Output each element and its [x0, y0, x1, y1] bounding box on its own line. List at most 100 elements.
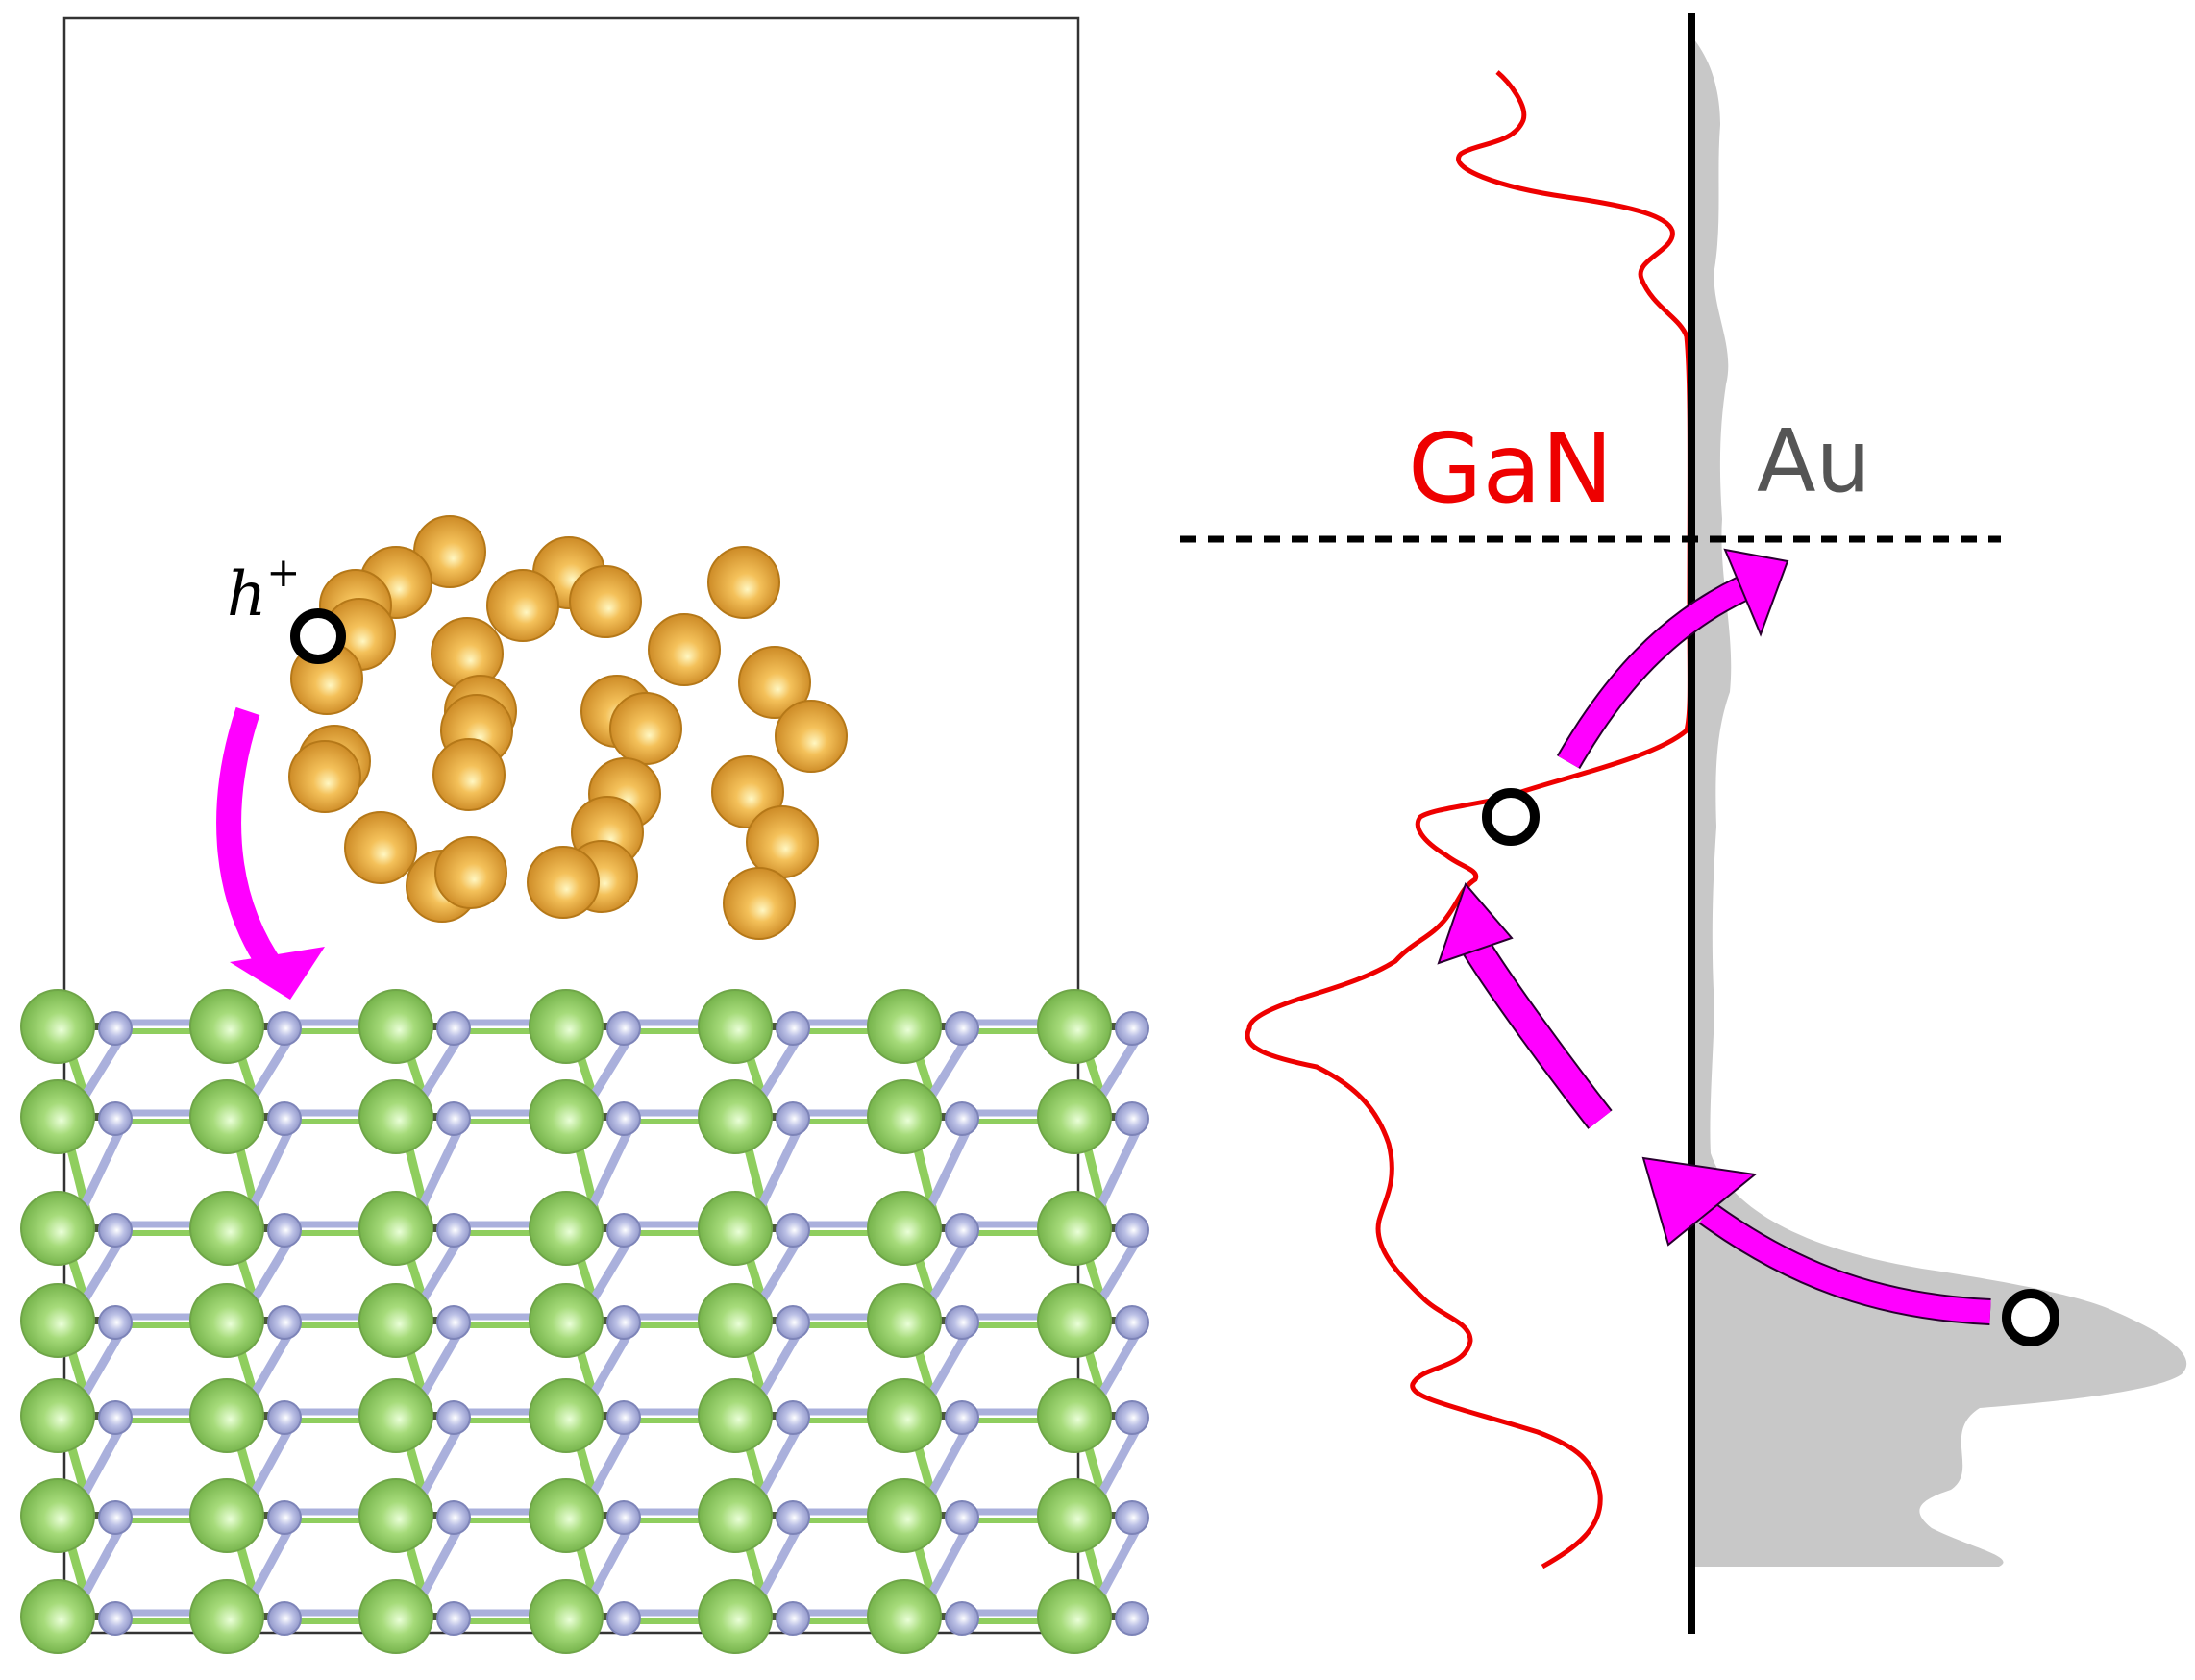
n-atom — [267, 1011, 302, 1046]
ga-atom — [358, 1478, 433, 1553]
gan-label: GaN — [1408, 412, 1614, 525]
au-atom — [344, 811, 417, 884]
n-atom — [945, 1213, 979, 1248]
au-label: Au — [1757, 411, 1871, 512]
ga-atom — [189, 1378, 264, 1453]
n-atom — [776, 1101, 810, 1136]
ga-atom — [698, 1283, 773, 1358]
n-atom — [1115, 1500, 1149, 1535]
n-atom — [776, 1213, 810, 1248]
ga-atom — [529, 1283, 604, 1358]
ga-atom — [189, 1283, 264, 1358]
ga-atom — [698, 1579, 773, 1654]
au-atom — [288, 740, 361, 813]
ga-atom — [358, 1191, 433, 1266]
gan-upward-arrowhead-icon — [1437, 882, 1514, 965]
gan-slab — [20, 989, 1149, 1654]
ga-atom — [20, 1079, 95, 1154]
au-atom — [609, 692, 682, 765]
n-atom — [945, 1011, 979, 1046]
hole-icon-gan-state — [1482, 788, 1540, 846]
ga-atom — [1037, 1079, 1112, 1154]
n-atom — [776, 1500, 810, 1535]
n-atom — [436, 1400, 471, 1435]
ga-atom — [698, 1478, 773, 1553]
hole-transfer-arrow-icon — [216, 706, 284, 978]
au-atom — [486, 569, 559, 642]
gan-to-au-arrow-body — [1558, 579, 1747, 769]
ga-atom — [189, 1079, 264, 1154]
au-atom — [432, 738, 506, 811]
n-atom — [1115, 1011, 1149, 1046]
n-atom — [606, 1213, 641, 1248]
ga-atom — [358, 1579, 433, 1654]
n-atom — [606, 1305, 641, 1340]
n-atom — [98, 1500, 133, 1535]
au-atom — [527, 846, 600, 919]
n-atom — [945, 1101, 979, 1136]
ga-atom — [358, 1378, 433, 1453]
n-atom — [1115, 1400, 1149, 1435]
ga-atom — [698, 1378, 773, 1453]
ga-atom — [698, 1191, 773, 1266]
au-to-gan-arrowhead-icon — [1641, 1156, 1758, 1247]
n-atom — [98, 1601, 133, 1636]
ga-atom — [867, 1283, 942, 1358]
n-atom — [267, 1101, 302, 1136]
hole-superscript: + — [266, 549, 300, 596]
ga-atom — [1037, 1378, 1112, 1453]
ga-atom — [1037, 1478, 1112, 1553]
hole-transfer-arrowhead-icon — [230, 947, 325, 1000]
ga-atom — [189, 989, 264, 1064]
au-dos-area — [1693, 38, 2187, 1567]
ga-atom — [20, 1478, 95, 1553]
au-atom — [738, 646, 811, 719]
n-atom — [1115, 1101, 1149, 1136]
ga-atom — [867, 1079, 942, 1154]
n-atom — [267, 1305, 302, 1340]
n-atom — [436, 1101, 471, 1136]
hole-label: h+ — [227, 549, 300, 630]
n-atom — [267, 1213, 302, 1248]
gan-dos-curve — [1245, 70, 1692, 1569]
n-atom — [776, 1305, 810, 1340]
ga-atom — [529, 1478, 604, 1553]
ga-atom — [1037, 1579, 1112, 1654]
ga-atom — [529, 1079, 604, 1154]
gan-to-au-arrowhead-icon — [1723, 548, 1789, 637]
ga-atom — [358, 989, 433, 1064]
ga-atom — [698, 1079, 773, 1154]
n-atom — [436, 1500, 471, 1535]
ga-atom — [189, 1579, 264, 1654]
n-atom — [945, 1500, 979, 1535]
ga-atom — [698, 989, 773, 1064]
n-atom — [776, 1601, 810, 1636]
n-atom — [267, 1601, 302, 1636]
hole-icon — [290, 608, 346, 664]
ga-atom — [867, 1478, 942, 1553]
au-cluster — [288, 515, 848, 940]
ga-atom — [1037, 989, 1112, 1064]
ga-atom — [867, 989, 942, 1064]
ga-atom — [189, 1478, 264, 1553]
ga-atom — [358, 1283, 433, 1358]
au-atom — [569, 565, 642, 638]
n-atom — [98, 1213, 133, 1248]
n-atom — [606, 1101, 641, 1136]
ga-atom — [20, 1191, 95, 1266]
ga-atom — [529, 1579, 604, 1654]
n-atom — [1115, 1601, 1149, 1636]
gan-upward-arrow-body — [1456, 927, 1612, 1128]
ga-atom — [529, 1378, 604, 1453]
au-atom — [775, 700, 848, 773]
au-atom — [707, 546, 780, 619]
n-atom — [945, 1601, 979, 1636]
n-atom — [98, 1011, 133, 1046]
ga-atom — [20, 1579, 95, 1654]
au-atom — [434, 836, 507, 909]
au-atom — [648, 613, 721, 686]
ga-atom — [529, 989, 604, 1064]
n-atom — [98, 1101, 133, 1136]
n-atom — [436, 1011, 471, 1046]
